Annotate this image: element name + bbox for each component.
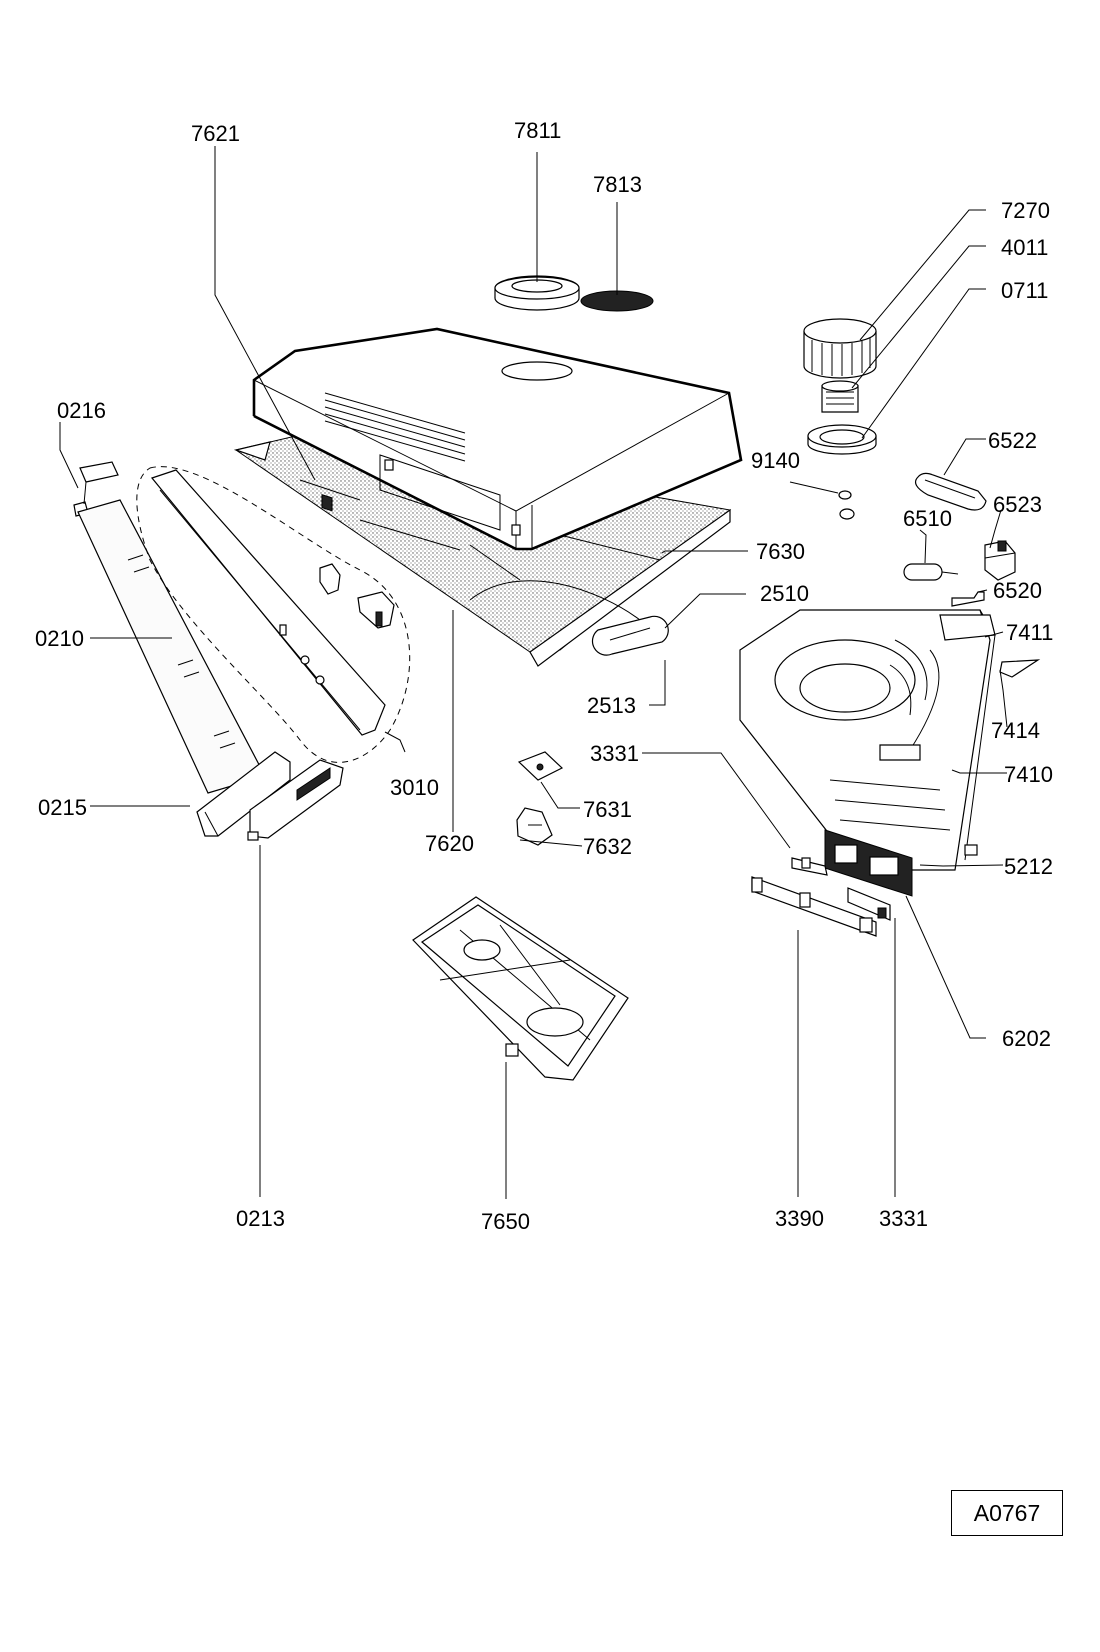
lamp-cover-part bbox=[915, 472, 987, 511]
duct-outlet-tab-part bbox=[591, 615, 669, 656]
part-label: 7813 bbox=[593, 172, 642, 197]
switch-housing-part bbox=[247, 759, 344, 841]
fixing-nuts-part bbox=[838, 490, 855, 520]
part-label: 7811 bbox=[514, 118, 561, 143]
part-label: 7630 bbox=[756, 539, 805, 564]
button-rail-part bbox=[751, 876, 877, 937]
button-clip-part bbox=[791, 857, 828, 876]
control-panel-strip-part bbox=[150, 469, 386, 736]
part-label: 7631 bbox=[583, 797, 632, 822]
part-label: 7650 bbox=[481, 1209, 530, 1234]
part-label: 6523 bbox=[993, 492, 1042, 517]
part-label: 0711 bbox=[1001, 278, 1048, 303]
panel-clips-part bbox=[319, 563, 395, 629]
part-label: 0215 bbox=[38, 795, 87, 820]
lamp-clip-part bbox=[951, 591, 985, 607]
part-label: 6522 bbox=[988, 428, 1037, 453]
filter-latch-part bbox=[516, 807, 553, 846]
part-label: 6202 bbox=[1002, 1026, 1051, 1051]
filter-tray-part bbox=[412, 896, 629, 1081]
part-label: 6520 bbox=[993, 578, 1042, 603]
part-label: 0210 bbox=[35, 626, 84, 651]
part-label: 5212 bbox=[1004, 854, 1053, 879]
motor-part bbox=[803, 318, 877, 379]
fan-impeller-part bbox=[807, 424, 877, 455]
button-clip-part bbox=[847, 887, 891, 921]
part-label: 3010 bbox=[390, 775, 439, 800]
part-labels: 7621 7811 7813 7270 4011 0711 0216 6522 … bbox=[35, 118, 1053, 1234]
part-label: 7414 bbox=[991, 718, 1040, 743]
leader-lines bbox=[59, 146, 1008, 1199]
small-clip-part bbox=[964, 844, 978, 856]
part-label: 7270 bbox=[1001, 198, 1050, 223]
part-label: 0216 bbox=[57, 398, 106, 423]
pointer-tab-part bbox=[999, 659, 1041, 678]
reference-code-text: A0767 bbox=[973, 1499, 1041, 1526]
filter-clip-part bbox=[517, 751, 564, 781]
control-panel-group-outline bbox=[136, 466, 411, 763]
part-label: 3331 bbox=[879, 1206, 928, 1231]
switch-board-part bbox=[824, 829, 913, 897]
hood-body-part bbox=[252, 327, 743, 551]
part-label: 9140 bbox=[751, 448, 800, 473]
part-label: 7411 bbox=[1006, 620, 1053, 645]
part-label: 7620 bbox=[425, 831, 474, 856]
part-label: 3390 bbox=[775, 1206, 824, 1231]
part-label: 2513 bbox=[587, 693, 636, 718]
part-label: 4011 bbox=[1001, 235, 1048, 260]
diagram-reference-code: A0767 bbox=[951, 1490, 1063, 1536]
part-label: 7621 bbox=[191, 121, 240, 146]
part-label: 7410 bbox=[1004, 762, 1053, 787]
part-label: 6510 bbox=[903, 506, 952, 531]
part-label: 7632 bbox=[583, 834, 632, 859]
lamp-bulb-part bbox=[903, 563, 959, 581]
part-label: 0213 bbox=[236, 1206, 285, 1231]
part-label: 2510 bbox=[760, 581, 809, 606]
lamp-holder-part bbox=[984, 540, 1016, 581]
hood-vent-slots bbox=[321, 493, 333, 512]
glass-bracket-bottom-part bbox=[196, 751, 291, 837]
fan-housing-part bbox=[739, 609, 996, 871]
part-label: 3331 bbox=[590, 741, 639, 766]
capacitor-part bbox=[821, 380, 859, 413]
